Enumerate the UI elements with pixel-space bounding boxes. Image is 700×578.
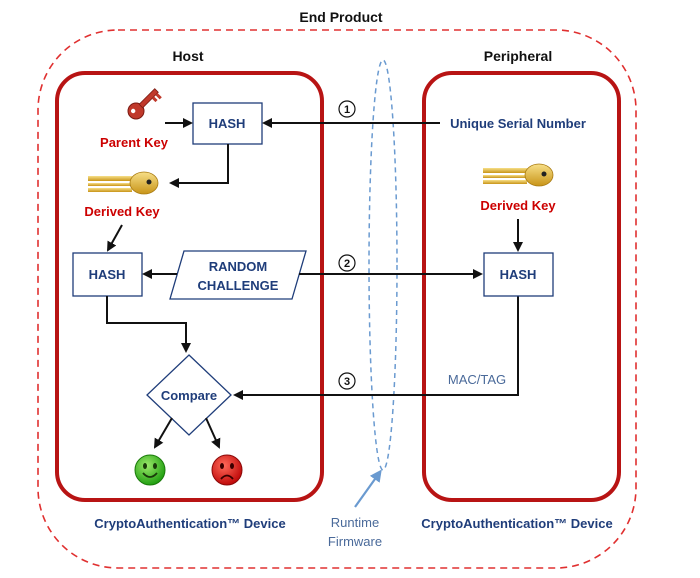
arrow-mac-to-compare (233, 296, 519, 400)
peripheral-hash-label: HASH (500, 267, 537, 282)
firmware-label-line2: Firmware (328, 534, 382, 549)
gold-key-icon (483, 163, 554, 187)
step-2-badge (338, 254, 356, 272)
arrow-hash-to-derived-key (169, 144, 229, 188)
host-device-label: CryptoAuthentication™ Device (94, 516, 285, 531)
random-challenge-line1: RANDOM (209, 259, 268, 274)
mac-tag-label: MAC/TAG (448, 372, 506, 387)
peripheral-label: Peripheral (484, 48, 552, 64)
arrow-compare-to-sad (205, 417, 221, 449)
runtime-firmware-channel (368, 59, 398, 471)
host-label: Host (172, 48, 203, 64)
peripheral-derived-key-label: Derived Key (480, 198, 556, 213)
compare-diamond (146, 354, 232, 436)
end-product-title: End Product (299, 9, 383, 25)
arrow-hash-to-compare (106, 296, 191, 353)
random-challenge-line2: CHALLENGE (198, 278, 279, 293)
step-3-badge (338, 372, 356, 390)
host-hash-top-label: HASH (209, 116, 246, 131)
host-hash-bottom-box (72, 252, 143, 297)
end-product-boundary (37, 29, 637, 569)
peripheral-hash-box (483, 252, 554, 297)
random-challenge-shape (169, 250, 307, 300)
firmware-pointer-arrow (354, 469, 382, 508)
peripheral-panel (422, 71, 621, 502)
step-1-number: 1 (344, 104, 350, 116)
red-key-icon (127, 88, 162, 120)
step-2-number: 2 (344, 258, 350, 270)
step-1-badge (338, 100, 356, 118)
compare-label: Compare (161, 388, 217, 403)
host-panel (55, 71, 324, 502)
sad-face-icon (211, 454, 243, 486)
gold-key-icon (88, 171, 159, 195)
happy-face-icon (134, 454, 166, 486)
peripheral-device-label: CryptoAuthentication™ Device (421, 516, 612, 531)
parent-key-label: Parent Key (100, 135, 169, 150)
step-3-number: 3 (344, 376, 350, 388)
host-hash-bottom-label: HASH (89, 267, 126, 282)
arrow-compare-to-happy (153, 417, 173, 449)
arrow-derived-key-to-hash (107, 224, 123, 252)
unique-serial-number-label: Unique Serial Number (450, 116, 586, 131)
firmware-label-line1: Runtime (331, 515, 379, 530)
host-derived-key-label: Derived Key (84, 204, 160, 219)
